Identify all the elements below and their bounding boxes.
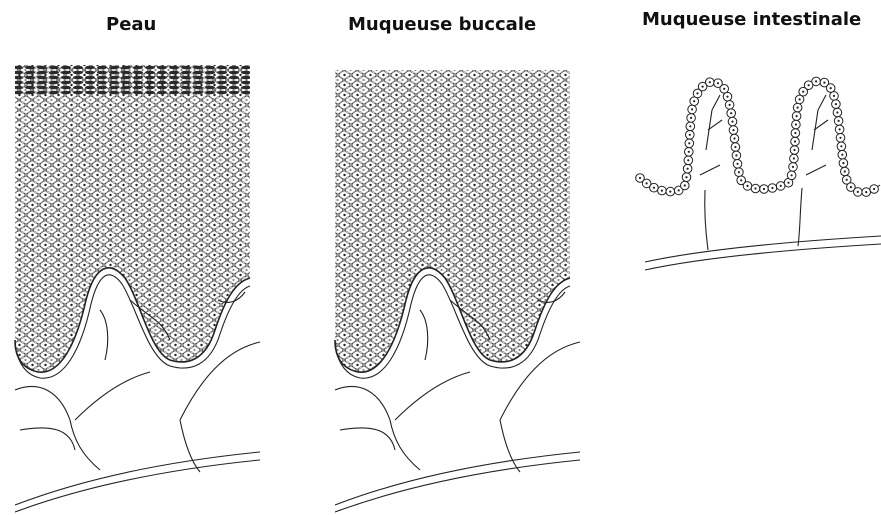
intestinal-cell-nucleus <box>808 84 810 86</box>
intestinal-cell-nucleus <box>823 82 825 84</box>
oral-mucosa-diagram <box>335 70 580 512</box>
intestinal-cell-nucleus <box>709 81 711 83</box>
intestinal-cell-nucleus <box>794 132 796 134</box>
intestinal-cell-nucleus <box>688 151 690 153</box>
intestinal-cell-nucleus <box>735 154 737 156</box>
intestinal-cell-nucleus <box>850 186 852 188</box>
intestinal-cell-nucleus <box>730 112 732 114</box>
oral-epithelium <box>335 70 570 390</box>
intestinal-epithelial-cells <box>636 77 879 196</box>
intestinal-cell-nucleus <box>754 187 756 189</box>
intestinal-cell-nucleus <box>729 104 731 106</box>
intestinal-cell-nucleus <box>838 120 840 122</box>
intestinal-cell-nucleus <box>839 137 841 139</box>
intestinal-cell-nucleus <box>793 157 795 159</box>
intestinal-cell-nucleus <box>795 123 797 125</box>
intestinal-cell-nucleus <box>836 111 838 113</box>
intestinal-cell-nucleus <box>857 191 859 193</box>
skin-stratum-corneum <box>15 65 250 95</box>
intestinal-cell-nucleus <box>661 190 663 192</box>
intestinal-cell-nucleus <box>646 182 648 184</box>
intestinal-cell-nucleus <box>873 188 875 190</box>
intestinal-cell-nucleus <box>791 174 793 176</box>
intestinal-cell-nucleus <box>693 100 695 102</box>
intestinal-cell-nucleus <box>835 103 837 105</box>
intestinal-cell-nucleus <box>841 154 843 156</box>
skin-epithelium <box>15 65 250 385</box>
intestinal-cell-nucleus <box>669 191 671 193</box>
intestinal-cell-nucleus <box>733 137 735 139</box>
intestinal-cell-nucleus <box>771 187 773 189</box>
intestinal-cell-nucleus <box>840 145 842 147</box>
intestinal-cell-nucleus <box>787 182 789 184</box>
intestinal-cell-nucleus <box>844 170 846 172</box>
intestinal-cell-nucleus <box>846 179 848 181</box>
intestinal-cell-nucleus <box>691 108 693 110</box>
intestinal-cell-nucleus <box>736 163 738 165</box>
intestinal-cell-nucleus <box>793 149 795 151</box>
intestinal-cell-nucleus <box>746 185 748 187</box>
intestinal-cell-nucleus <box>796 115 798 117</box>
intestinal-cell-nucleus <box>797 107 799 109</box>
intestinal-cell-nucleus <box>731 121 733 123</box>
intestinal-cell-nucleus <box>833 95 835 97</box>
intestinal-cell-nucleus <box>780 185 782 187</box>
intestinal-cell-nucleus <box>687 168 689 170</box>
intestinal-cell-nucleus <box>639 177 641 179</box>
intestinal-cell-nucleus <box>689 125 691 127</box>
intestinal-cell-nucleus <box>732 129 734 131</box>
intestinal-cell-nucleus <box>802 91 804 93</box>
intestinal-cell-nucleus <box>865 191 867 193</box>
intestinal-cell-nucleus <box>839 128 841 130</box>
intestinal-cell-nucleus <box>792 166 794 168</box>
intestinal-cell-nucleus <box>794 140 796 142</box>
intestinal-cell-nucleus <box>723 88 725 90</box>
intestinal-cell-nucleus <box>678 189 680 191</box>
intestinal-cell-nucleus <box>684 184 686 186</box>
intestinal-cell-nucleus <box>799 98 801 100</box>
intestinal-cell-nucleus <box>687 159 689 161</box>
intestinal-cell-nucleus <box>815 80 817 82</box>
intestinal-cell-nucleus <box>696 92 698 94</box>
intestinal-cell-nucleus <box>842 162 844 164</box>
intestinal-cell-nucleus <box>726 96 728 98</box>
intestinal-mucosa-diagram <box>636 77 881 270</box>
intestinal-cell-nucleus <box>690 117 692 119</box>
intestinal-cell-nucleus <box>689 134 691 136</box>
intestinal-cell-nucleus <box>653 187 655 189</box>
intestinal-cell-nucleus <box>763 188 765 190</box>
intestinal-cell-nucleus <box>738 171 740 173</box>
intestinal-cell-nucleus <box>685 176 687 178</box>
intestinal-cell-nucleus <box>740 179 742 181</box>
intestinal-cell-nucleus <box>688 142 690 144</box>
intestinal-cell-nucleus <box>702 86 704 88</box>
intestinal-cell-nucleus <box>734 146 736 148</box>
skin-diagram <box>15 65 260 512</box>
intestinal-cell-nucleus <box>717 82 719 84</box>
intestinal-cell-nucleus <box>830 87 832 89</box>
